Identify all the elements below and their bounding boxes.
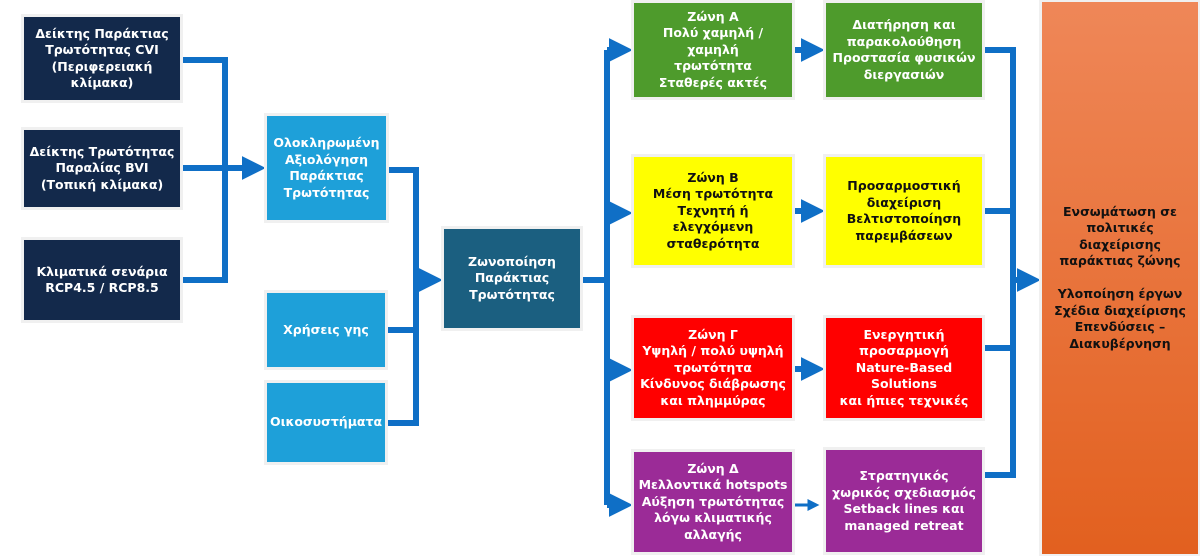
connector-zoning [580,50,610,505]
input-climate-scenarios: Κλιματικά σενάρια RCP4.5 / RCP8.5 [24,240,180,320]
land-use: Χρήσεις γης [267,293,385,367]
zone-d: Ζώνη Δ Μελλοντικά hotspots Αύξηση τρωτότ… [634,452,792,552]
action-d: Στρατηγικός χωρικός σχεδιασμός Setback l… [826,450,982,552]
vulnerability-zoning: Ζωνοποίηση Παράκτιας Τρωτότητας [444,229,580,328]
connector-inputs [180,57,228,283]
input-bvi: Δείκτης Τρωτότητας Παραλίας BVI (Τοπική … [24,130,180,207]
action-b: Προσαρμοστική διαχείριση Βελτιστοποίηση … [826,157,982,265]
ecosystems: Οικοσυστήματα [267,383,385,462]
policy-integration: Ενσωμάτωση σε πολιτικές διαχείρισης παρά… [1042,2,1198,554]
zone-b: Ζώνη Β Μέση τρωτότητα Τεχνητή ή ελεγχόμε… [634,157,792,265]
zone-a: Ζώνη Α Πολύ χαμηλή / χαμηλή τρωτότητα Στ… [634,3,792,97]
action-a: Διατήρηση και παρακολούθηση Προστασία φυ… [826,3,982,97]
input-cvi: Δείκτης Παράκτιας Τρωτότητας CVI (Περιφε… [24,17,180,100]
action-c: Ενεργητική προσαρμογή Nature-Based Solut… [826,318,982,418]
integrated-assessment: Ολοκληρωμένη Αξιολόγηση Παράκτιας Τρωτότ… [267,116,386,220]
zone-c: Ζώνη Γ Υψηλή / πολύ υψηλή τρωτότητα Κίνδ… [634,318,792,418]
connector-assessment [386,167,419,426]
connector-actions [982,47,1016,478]
